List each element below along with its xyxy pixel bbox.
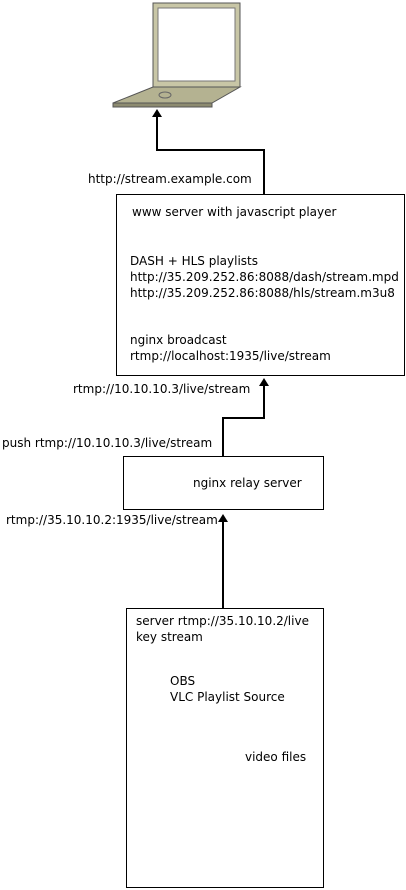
push-label: push rtmp://10.10.10.3/live/stream (2, 436, 213, 450)
www-box-title: www server with javascript player (132, 205, 337, 219)
playlists-heading: DASH + HLS playlists (130, 254, 258, 268)
dash-url: http://35.209.252.86:8088/dash/stream.mp… (130, 270, 399, 284)
edge-label-relay-to-www: rtmp://10.10.10.3/live/stream (73, 382, 251, 396)
relay-server-box: nginx relay server (123, 456, 324, 510)
obs-label: OBS (170, 674, 196, 688)
hls-url: http://35.209.252.86:8088/hls/stream.m3u… (130, 286, 395, 300)
arrow-www-to-laptop (152, 109, 265, 194)
broadcast-heading: nginx broadcast (130, 333, 227, 347)
laptop-url-label: http://stream.example.com (88, 172, 252, 186)
arrow-relay-to-www (222, 378, 269, 456)
source-key-line: key stream (136, 630, 203, 644)
laptop-icon (112, 2, 242, 108)
source-server-line: server rtmp://35.10.10.2/live (136, 614, 309, 628)
edge-label-source-to-relay: rtmp://35.10.10.2:1935/live/stream (6, 513, 218, 527)
relay-box-title: nginx relay server (193, 476, 302, 490)
www-server-box: www server with javascript player DASH +… (116, 194, 405, 376)
video-files-label: video files (245, 750, 307, 764)
vlc-label: VLC Playlist Source (170, 690, 285, 704)
broadcast-url: rtmp://localhost:1935/live/stream (130, 349, 331, 363)
source-server-box: server rtmp://35.10.10.2/live key stream… (126, 608, 324, 888)
